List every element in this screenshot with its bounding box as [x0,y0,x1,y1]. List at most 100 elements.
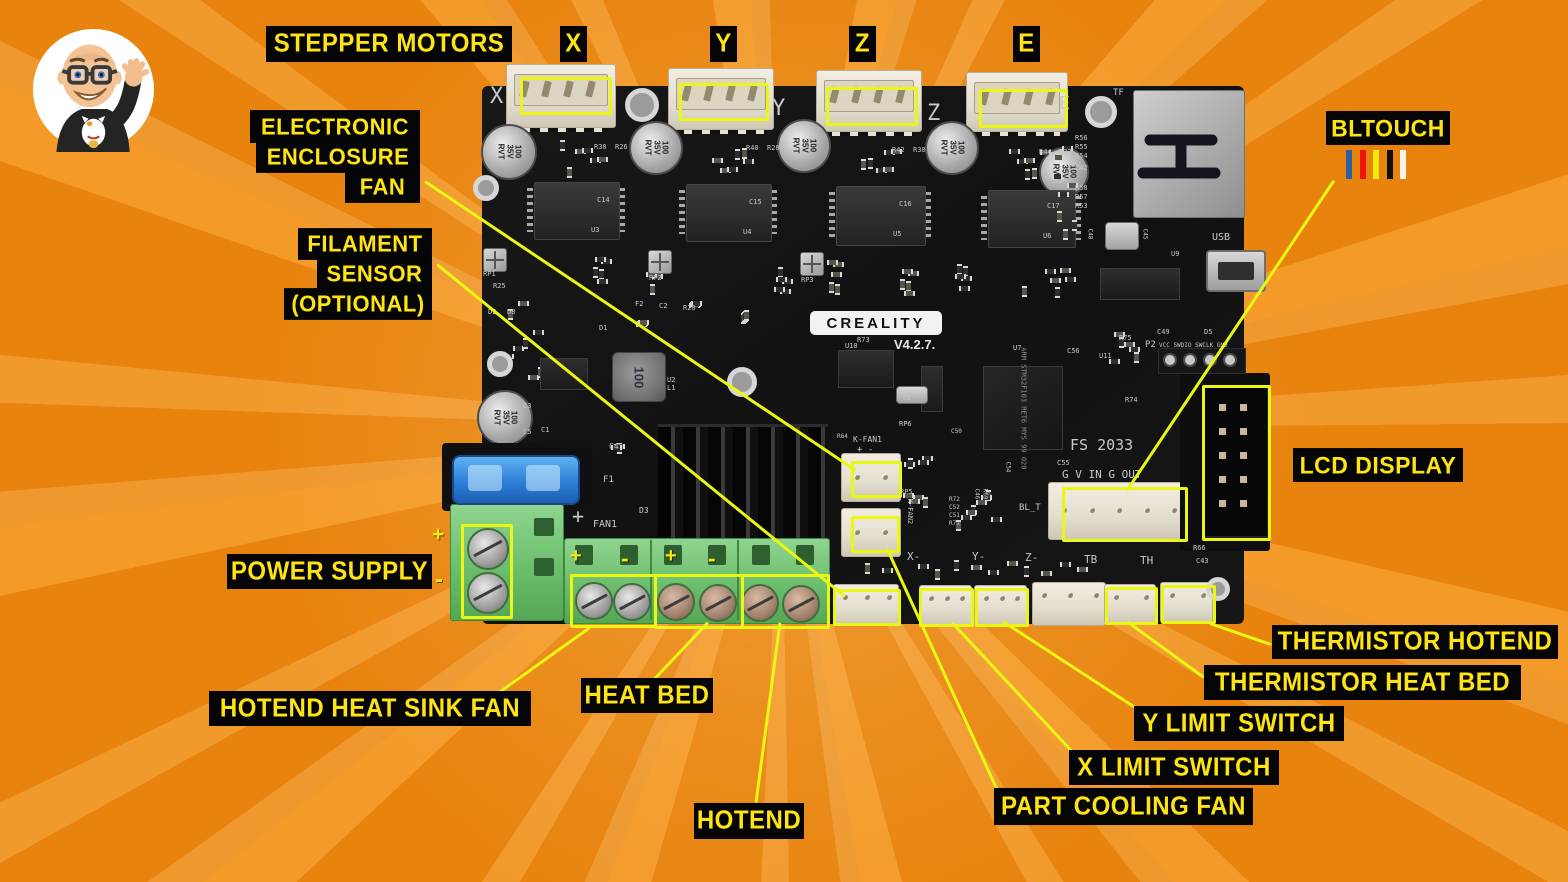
highlight-box-13 [1105,587,1158,625]
creality-logo: CREALITY [810,311,942,335]
label-bltouch: BLTOUCH [1326,111,1450,145]
smd-component [776,277,787,282]
silkscreen-text: K-FAN2 [906,498,915,525]
mcu-chip: ARM STM32F103 RET6 MYS 99 020 [983,347,1063,469]
output-terminal-screw [657,583,695,621]
smd-component [955,274,966,279]
smd-component [533,330,544,335]
label-lcd-display: LCD DISPLAY [1293,448,1463,482]
connector-pin [854,528,860,535]
highlight-box-11 [919,588,974,627]
smd-component [876,168,887,173]
stepper-driver-chip [686,184,772,242]
smd-component [923,497,928,508]
silkscreen-text: RP2 [649,274,662,282]
silkscreen-text: C2 [659,302,668,310]
connector-pin [1113,594,1119,600]
label-filament-sensor-2: SENSOR [317,258,432,290]
label-hotend: HOTEND [694,802,804,840]
silkscreen-text: TB [1084,553,1098,566]
silkscreen-text: C17 [1047,202,1060,210]
silkscreen-text: R32 [1059,148,1072,156]
smd-component [1060,562,1071,567]
silkscreen-text: U6 [1043,232,1052,240]
smd-component [1024,566,1029,577]
smd-component [1022,286,1027,297]
silkscreen-text: R38 [594,143,607,151]
smd-component [918,460,929,465]
silkscreen-text: R64 [837,433,848,440]
highlight-box-9 [741,574,830,629]
smd-component [1067,183,1078,188]
highlight-box-10 [833,589,901,626]
trimpot [648,250,672,274]
silkscreen-text: FS 2033 [1070,436,1134,454]
silkscreen-text: C15 [749,198,762,206]
silkscreen-text: + - [857,445,874,455]
smd-component [1040,150,1051,155]
silkscreen-text: FAN1 [593,519,618,530]
th-thermistor-hotend-connector [1160,582,1213,623]
driver-pins [1075,196,1081,240]
label-thermistor-hotend: THERMISTOR HOTEND [1272,625,1558,659]
smd-component [1114,332,1125,337]
silkscreen-text: BL_T [1019,503,1041,513]
silkscreen-text: RP5 [900,488,913,496]
silkscreen-text: D8 [507,308,516,316]
driver-pins [619,188,625,232]
highlight-box-4 [851,461,902,498]
smd-component [913,495,924,500]
smd-component [827,260,838,265]
highlight-box-3 [979,89,1068,128]
smd-component [831,272,842,277]
connector-pin [1088,507,1095,513]
output-terminal-screw [575,582,613,620]
lcd-header-pin [1219,476,1226,483]
silkscreen-text: X- [907,550,921,563]
silkscreen-text: C42 [1075,164,1088,172]
smd-component [861,159,866,170]
z-limit-connector [1032,582,1106,626]
highlight-box-7 [570,574,657,628]
label-electronic-enclosure-fan-2: ENCLOSURE [256,141,420,173]
crystal-y2 [1105,222,1139,250]
silkscreen-text: R71 [949,520,960,527]
highlight-box-12 [975,588,1029,627]
terminal-wire-slot [575,545,593,565]
lcd-header-pin [1240,476,1247,483]
p2-header-pin [1223,353,1237,367]
p2-header-pin [1163,353,1177,367]
driver-pins [981,196,987,240]
label-electronic-enclosure-fan-3: FAN [345,171,420,203]
trimpot [800,252,824,276]
stepper-connector-e [966,72,1068,132]
smd-component [720,168,731,173]
smd-component [1063,229,1068,240]
silkscreen-text: U7 [1013,344,1022,352]
smd-component [959,286,970,291]
silkscreen-text: Y3 [902,394,911,402]
smd-component [1119,337,1124,348]
stepper-driver-chip [534,182,620,240]
label-filament-sensor-1: FILAMENT [298,228,432,260]
label-hotend-heat-sink-fan: HOTEND HEAT SINK FAN [209,691,531,726]
highlight-box-2 [826,87,918,126]
power-terminal-screw [467,572,509,614]
smd-component [835,284,840,295]
smd-component [909,499,920,504]
silkscreen-text: C46 [973,488,981,500]
smd-component [646,272,657,277]
lcd-header-pin [1240,428,1247,435]
connector-pin [864,594,870,600]
smd-component [957,264,962,275]
highlight-box-15 [1062,487,1188,542]
lcd-header-pin [1219,500,1226,507]
stepper-driver-chip [836,186,926,246]
silkscreen-text: R73 [857,336,870,344]
silkscreen-text: TF [1113,88,1124,98]
connector-pin [1143,507,1150,513]
label-motor-e: E [1013,25,1040,63]
smd-component [976,500,987,505]
silkscreen-text: R74 [1125,396,1138,404]
